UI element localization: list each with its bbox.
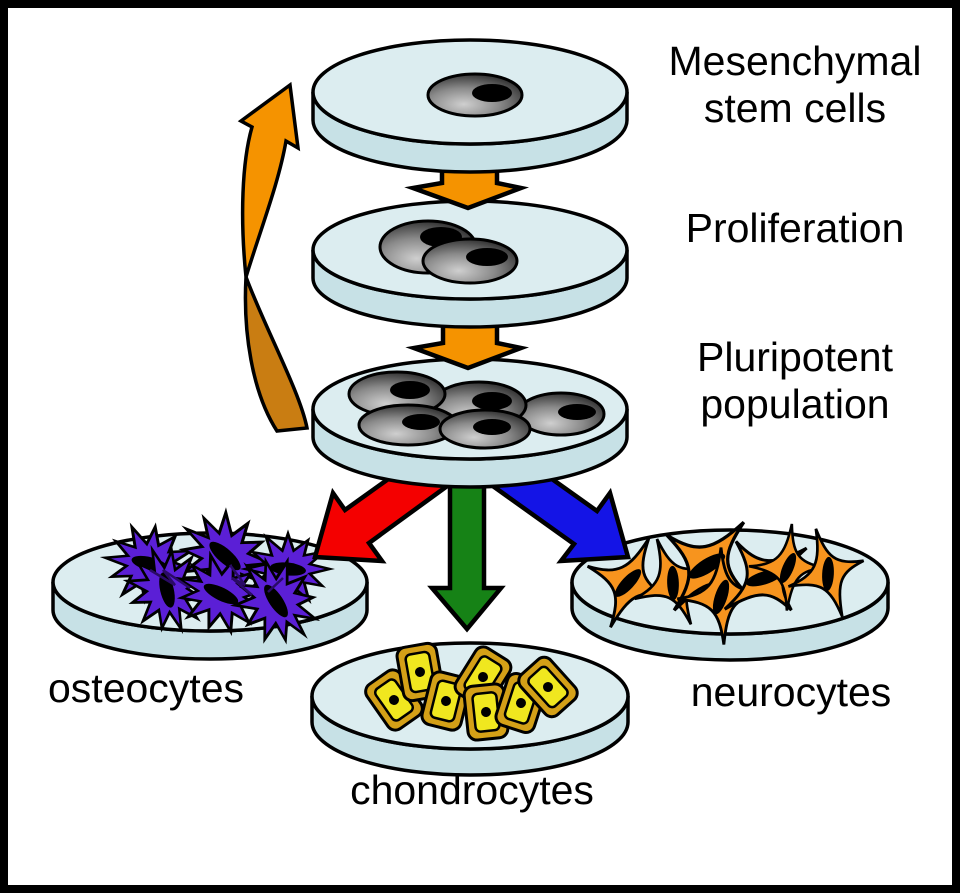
dish-pluripotent: [311, 357, 629, 489]
label-proliferation: Proliferation: [686, 205, 905, 251]
cell-nucleus: [402, 414, 440, 430]
dish-neurocytes: [566, 488, 890, 662]
self-renewal-arrow-upper: [237, 81, 301, 278]
cell-filaments: [149, 564, 284, 596]
self-renewal-arrow: [237, 81, 310, 433]
stem-cell: [438, 408, 532, 450]
label-pluripotent-line1: Pluripotent: [697, 334, 894, 380]
cell-nucleus: [390, 381, 430, 399]
cell-nucleus: [558, 404, 596, 420]
label-mesenchymal-line2: stem cells: [704, 85, 886, 131]
labels: Mesenchymal stem cells Proliferation Plu…: [48, 38, 921, 813]
label-mesenchymal-line1: Mesenchymal: [669, 38, 922, 84]
dish-mesenchymal: [311, 38, 629, 174]
stem-cell: [516, 391, 606, 437]
cell-nucleus: [466, 248, 508, 266]
stem-cell: [426, 72, 524, 118]
label-pluripotent-line2: population: [700, 381, 889, 427]
label-osteocytes: osteocytes: [48, 665, 244, 711]
dish-osteocytes: [51, 494, 369, 661]
green-arrow-to-chondrocytes: [427, 467, 506, 633]
self-renewal-arrow-lower: [243, 276, 310, 433]
cell-nucleus: [472, 84, 512, 102]
dish-chondrocytes: [310, 640, 630, 777]
stem-cell: [421, 237, 519, 285]
dish-proliferation: [311, 199, 629, 329]
cell-nucleus: [472, 392, 512, 410]
label-chondrocytes: chondrocytes: [350, 767, 594, 813]
stem-cell: [357, 403, 459, 447]
cell-nucleus: [473, 419, 511, 435]
label-neurocytes: neurocytes: [691, 669, 892, 715]
